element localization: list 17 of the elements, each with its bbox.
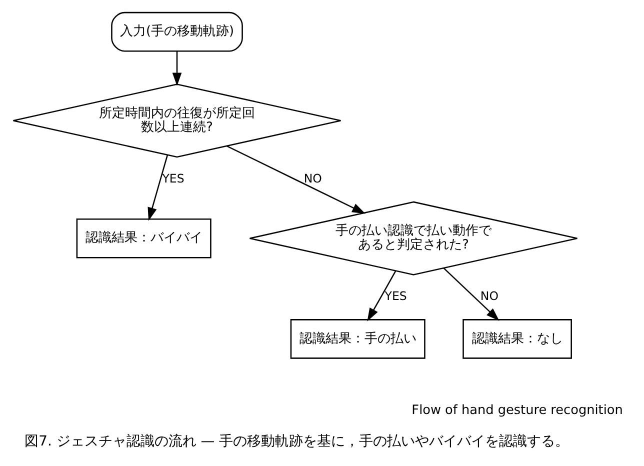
- node-diamond: 所定時間内の往復が所定回数以上連続?: [12, 84, 342, 158]
- arrow: [443, 268, 500, 321]
- edge-label: YES: [162, 171, 184, 186]
- arrow: [226, 146, 366, 214]
- caption: 図7. ジェスチャ認識の流れ — 手の移動軌跡を基に，手の払いやバイバイを認識する。: [24, 433, 570, 450]
- node-diamond: 手の払い認識で払い動作であると判定された?: [249, 201, 578, 276]
- label: Flow of hand gesture recognition: [412, 402, 623, 418]
- edge-label: YES: [384, 289, 407, 304]
- node-box: 認識結果：バイバイ: [76, 218, 212, 258]
- edge-label: NO: [480, 289, 498, 304]
- edge-label: NO: [304, 171, 322, 186]
- node-box: 認識結果：なし: [462, 319, 572, 359]
- node-box: 入力(手の移動軌跡): [111, 12, 243, 52]
- arrow: [367, 270, 396, 322]
- arrow: [172, 51, 182, 86]
- arrow: [148, 154, 168, 221]
- node-box: 認識結果：手の払い: [290, 319, 426, 359]
